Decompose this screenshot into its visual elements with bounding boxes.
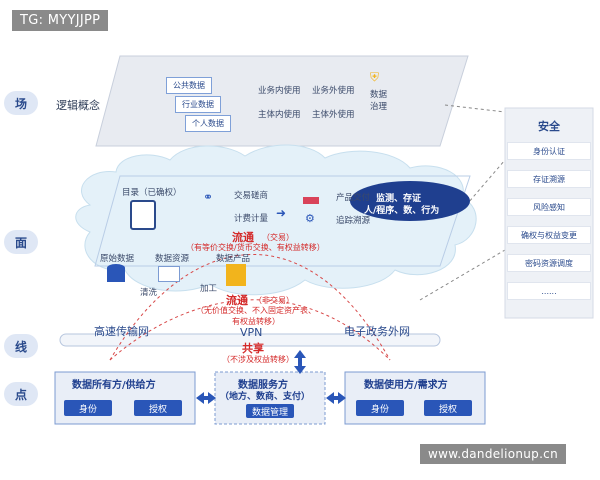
circulation-trade-paren: （交易） <box>262 233 294 242</box>
user-identity-button[interactable]: 身份 <box>356 400 404 416</box>
grid-r2c1: 主体内使用 <box>258 110 301 120</box>
data-type-public: 公共数据 <box>166 77 212 94</box>
net-vpn: VPN <box>240 326 263 339</box>
arrow-right <box>326 392 346 404</box>
line-bar <box>59 333 441 347</box>
security-item-3: 确权与权益变更 <box>507 226 591 244</box>
clean-label: 清洗 <box>140 288 158 298</box>
layer-mian: 面 <box>4 230 38 254</box>
trace-icon: ⚙ <box>305 212 315 225</box>
handshake-icon: ⚭ <box>203 190 214 204</box>
face-panel-shape <box>94 175 471 267</box>
exchange-consult-label: 交易磋商 <box>234 191 269 201</box>
share-title: 共享 <box>242 342 264 355</box>
process-label: 加工 <box>200 284 218 294</box>
watermark-top: TG: MYYJJPP <box>12 10 109 31</box>
owner-title: 数据所有方/供给方 <box>72 380 156 391</box>
circulation-trade-title: 流通 <box>232 231 254 244</box>
measure-label: 计费计量 <box>234 214 269 224</box>
catalog-icon <box>130 200 156 230</box>
user-auth-button[interactable]: 授权 <box>424 400 472 416</box>
security-item-1: 存证溯源 <box>507 170 591 188</box>
share-note: （不涉及权益转移） <box>222 355 294 364</box>
resource-label: 数据资源 <box>155 254 190 264</box>
nontrade-title: 流通 <box>226 294 248 307</box>
grid-r1c2: 业务外使用 <box>312 86 355 96</box>
arc-trade <box>109 254 391 361</box>
nontrade-note-1: （无价值交换、不入固定资产表、 <box>196 306 316 315</box>
catalog-label: 目录（已确权） <box>122 188 182 198</box>
watermark-bottom: www.dandelionup.cn <box>420 444 566 464</box>
governance-label: 数据 治理 <box>370 90 388 112</box>
nontrade-note-2: 有权益转移） <box>232 317 280 326</box>
layer-dian: 点 <box>4 382 38 406</box>
grid-r2c2: 主体外使用 <box>312 110 355 120</box>
monitor-ellipse <box>350 181 470 221</box>
security-item-2: 风险感知 <box>507 198 591 216</box>
nontrade-paren: （非交易） <box>254 296 294 305</box>
raw-data-label: 原始数据 <box>100 254 135 264</box>
layer-chang: 场 <box>4 91 38 115</box>
owner-identity-button[interactable]: 身份 <box>64 400 112 416</box>
delivery-label: 产品交付 <box>336 193 371 203</box>
data-type-industry: 行业数据 <box>175 96 221 113</box>
delivery-badge <box>303 197 319 204</box>
cloud-shape <box>75 144 477 296</box>
product-cube <box>226 264 246 286</box>
link-top <box>444 104 506 113</box>
user-title: 数据使用方/需求方 <box>364 380 448 391</box>
actors-label: 人/程序、数、行为 <box>364 206 440 216</box>
link-mid <box>461 159 506 211</box>
security-title: 安全 <box>538 120 560 133</box>
monitor-label: 监测、存证 <box>376 194 422 204</box>
trace-label: 追踪溯源 <box>336 216 371 226</box>
shield-icon: ⛨ <box>370 70 380 84</box>
security-item-0: 身份认证 <box>507 142 591 160</box>
grid-r1c1: 业务内使用 <box>258 86 301 96</box>
circulation-trade-note: （有等价交换/货币交换、有权益转移） <box>186 243 325 252</box>
service-title: 数据服务方 <box>238 380 288 391</box>
top-panel-shape <box>95 55 469 147</box>
arrow-share <box>294 350 306 374</box>
arrow-left <box>196 392 216 404</box>
data-type-personal: 个人数据 <box>185 115 231 132</box>
arrow-right-icon: ➜ <box>276 206 287 220</box>
layer-xian: 线 <box>4 334 38 358</box>
link-bot <box>419 249 506 301</box>
net-high-speed: 高速传输网 <box>94 325 149 338</box>
net-gov: 电子政务外网 <box>344 325 410 338</box>
resource-icon <box>158 266 180 282</box>
product-label: 数据产品 <box>216 254 251 264</box>
service-subtitle: （地方、数商、支付） <box>220 392 311 402</box>
security-item-5: ...... <box>507 282 591 300</box>
service-manage-button[interactable]: 数据管理 <box>246 404 294 418</box>
security-item-4: 密码资源调度 <box>507 254 591 272</box>
concept-label: 逻辑概念 <box>56 99 100 112</box>
arc-nontrade <box>109 299 391 361</box>
owner-auth-button[interactable]: 授权 <box>134 400 182 416</box>
